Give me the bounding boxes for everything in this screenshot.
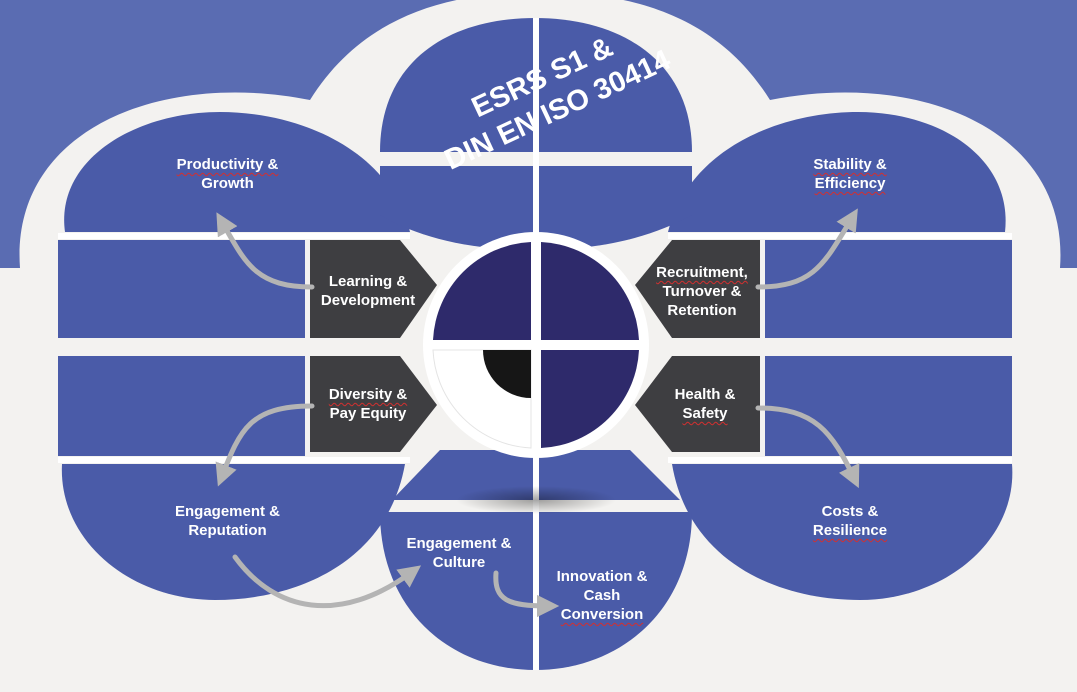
label-innovation-cash-conversion: Innovation & Cash Conversion bbox=[556, 568, 648, 623]
label-productivity-growth: Productivity & Growth bbox=[176, 156, 279, 192]
arrow-recruitment-to-stability bbox=[755, 208, 858, 290]
arrow-culture-to-innovation bbox=[493, 570, 560, 618]
label-engagement-culture: Engagement & Culture bbox=[406, 535, 512, 571]
label-stability-efficiency: Stability & Efficiency bbox=[813, 156, 887, 192]
petal-bottom-left bbox=[58, 356, 410, 600]
arrow-health-to-costs bbox=[755, 405, 860, 489]
petal-top bbox=[380, 18, 692, 250]
petal-bottom-right bbox=[668, 356, 1013, 600]
label-learning-development: Learning & Development bbox=[320, 273, 416, 309]
learning-box-shape bbox=[310, 240, 437, 338]
arrow-diversity-to-engagement bbox=[215, 403, 315, 487]
label-health-safety: Health & Safety bbox=[674, 386, 736, 422]
flow-arrows bbox=[215, 208, 860, 618]
quadrant-dial-icon bbox=[423, 232, 649, 458]
label-engagement-reputation: Engagement & Reputation bbox=[174, 503, 280, 539]
petal-top-left bbox=[58, 112, 410, 338]
label-diversity-pay-equity: Diversity & Pay Equity bbox=[328, 386, 408, 422]
arrow-reputation-to-culture bbox=[232, 554, 422, 609]
recruitment-box-shape bbox=[635, 240, 760, 338]
health-box-shape bbox=[635, 356, 760, 452]
petal-bottom bbox=[380, 450, 692, 670]
label-costs-resilience: Costs & Resilience bbox=[812, 503, 888, 539]
arrow-learning-to-productivity bbox=[216, 212, 315, 290]
diversity-box-shape bbox=[310, 356, 437, 452]
label-recruitment-turnover-retention: Recruitment, Turnover & Retention bbox=[656, 264, 748, 319]
